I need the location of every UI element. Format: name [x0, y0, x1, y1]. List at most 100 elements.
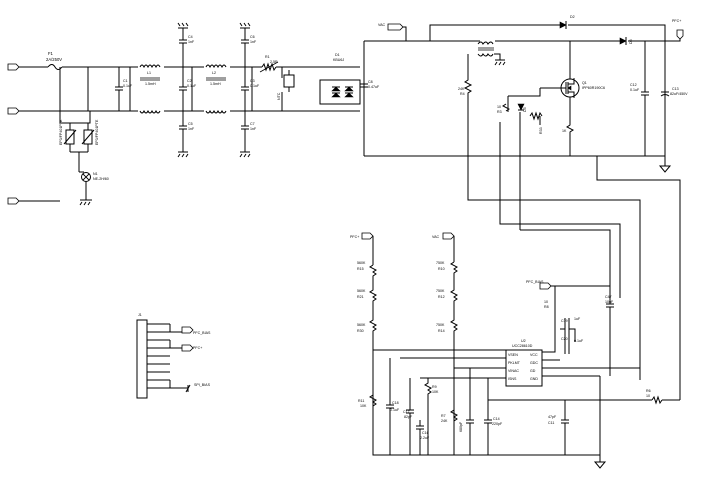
cap-c14: C14 220pF: [484, 400, 503, 455]
q1-ref: Q1: [582, 81, 587, 85]
cap-c1: C1 0.1uF: [115, 67, 133, 111]
choke-l1: L1 1.5mH: [138, 64, 164, 114]
connector-j1: J1 PFC_BIAS PFC+ SPI_BIAS: [136, 313, 211, 399]
q1-value: IPP60R190C6: [582, 86, 605, 90]
r4-ref: R4: [460, 92, 465, 96]
c6-value: 1nF: [250, 40, 257, 44]
l1-ref: L1: [147, 71, 151, 75]
cap-c2: C2 0.1uF: [179, 67, 197, 111]
r7-value: 24K: [441, 419, 448, 423]
l2-value: 1.5mH: [210, 82, 221, 86]
mosfet-q1: Q1 IPP60R190C6: [560, 41, 605, 112]
power-ground: [658, 156, 672, 173]
c19-ref: C19: [561, 319, 568, 323]
u2-pin-gd: GD: [530, 369, 536, 373]
r9-value: 10K: [432, 390, 439, 394]
cap-c12-c13: C12 0.1uF C13 82uF/450V: [630, 41, 688, 156]
r11-ref: R11: [358, 399, 364, 403]
d6-ref: D6: [629, 39, 633, 44]
c47-value: 10uF: [605, 300, 614, 304]
c8-value: 0.47uF: [368, 85, 380, 89]
d2-ref: D2: [570, 15, 575, 19]
d1-value: KBU6J: [333, 58, 344, 62]
j1-pfc-bias-label: PFC_BIAS: [193, 331, 211, 335]
cap-c18: C18 0.1uF: [386, 358, 400, 455]
c1-ref: C1: [123, 79, 128, 83]
neon-indicator-n1: N1 NE-2H/60: [79, 171, 109, 206]
r21-ref: R21: [357, 295, 364, 299]
r1-value: 2.5R: [270, 60, 278, 64]
c7-value: 1nF: [250, 127, 257, 131]
d1-ref: D1: [335, 53, 340, 57]
divider-r15-r21-r30: 560K R15 560K R21 560K R30: [357, 261, 377, 350]
r6-resistor: R6 10: [646, 389, 663, 405]
gate-drive-area: 10 R3 D5 R33 1K: [497, 87, 574, 230]
cap-c10: 680pF: [459, 368, 474, 455]
relay: NTC: [277, 67, 295, 111]
c3-ref: C3: [250, 79, 255, 83]
r14-value: 750K: [436, 323, 445, 327]
c11-ref: C11: [548, 421, 554, 425]
r6-value: 10: [646, 394, 650, 398]
u2-pin-pklmt: PKLMT: [508, 361, 521, 365]
c10-value: 680pF: [459, 421, 463, 432]
r10-ref: R10: [438, 267, 445, 271]
c5-ref: C5: [188, 122, 193, 126]
l1-value: 1.5mH: [145, 82, 156, 86]
input-wiring: [19, 66, 360, 202]
r12-value: 750K: [436, 289, 445, 293]
ntc-r1: R1 2.5R: [259, 55, 279, 73]
c13-value: 82uF/450V: [670, 92, 688, 96]
cap-c16: C16 2.2uF: [416, 420, 430, 455]
cap-c6-c7: C6 1nF C7 1nF: [239, 22, 257, 158]
cap-c4-c5: C4 1nF C5 1nF: [177, 22, 195, 158]
vac-flag-top: VAC: [378, 23, 407, 41]
pfc-out-flag: PFC+: [665, 19, 684, 42]
c3-value: 0.1uF: [250, 84, 260, 88]
u2-pin-vcc: VCC: [530, 353, 538, 357]
c17-ref: C17: [403, 410, 410, 414]
divider-r10-r12-r14: 750K R10 750K R12 750K R14: [436, 261, 458, 368]
c20-ref: C20: [561, 337, 568, 341]
n1-value: NE-2H/60: [93, 177, 109, 181]
r9-resistor: R9 10K: [424, 378, 439, 455]
pfc-in-label: PFC+: [350, 235, 359, 239]
c7-ref: C7: [250, 122, 255, 126]
c19-value: 1uF: [574, 317, 581, 321]
feedback-traces: [467, 122, 681, 400]
c18-value: 0.1uF: [390, 408, 400, 412]
c13-ref: C13: [672, 87, 679, 91]
u2-pin-vinac: VINAC: [508, 369, 519, 373]
c14-ref: C14: [493, 417, 500, 421]
u2-pin-isns: ISNS: [508, 377, 517, 381]
r14-ref: R14: [438, 329, 445, 333]
vac-label-top: VAC: [378, 23, 386, 27]
diode-d6: D6: [619, 37, 633, 45]
r3-value: 10: [497, 105, 501, 109]
bridge-d1: D1 KBU6J: [319, 53, 361, 105]
r30-ref: R30: [357, 329, 364, 333]
r9-ref: 10: [544, 300, 548, 304]
c8-ref: C8: [368, 80, 373, 84]
j1-spi-bias-label: SPI_BIAS: [194, 383, 211, 387]
pfc-main-wiring: [363, 24, 666, 157]
c2-value: 0.1uF: [187, 84, 197, 88]
diode-d2: D2: [559, 15, 575, 29]
r15-ref: R15: [357, 267, 364, 271]
u2-pin-gnd: GND: [530, 377, 538, 381]
c11-value: 47pF: [548, 415, 557, 419]
r4-value: 24K: [458, 87, 465, 91]
controller-wiring: [372, 300, 680, 456]
r9-label: R9: [432, 385, 437, 389]
c18-ref: C18: [392, 401, 399, 405]
choke-l2: L2 1.5mH: [204, 64, 230, 114]
r3-ref: R3: [497, 110, 502, 114]
r5-value: 1K: [562, 129, 567, 133]
r20-label: R33: [539, 127, 543, 134]
r7-resistor: R7 24K: [441, 409, 458, 430]
cap-c17: C17 82pF: [403, 378, 414, 455]
pfc-bias-label: PFC_BIAS: [526, 280, 544, 284]
relay-ref: NTC: [277, 92, 281, 100]
ac-input-terminals: [7, 63, 20, 205]
